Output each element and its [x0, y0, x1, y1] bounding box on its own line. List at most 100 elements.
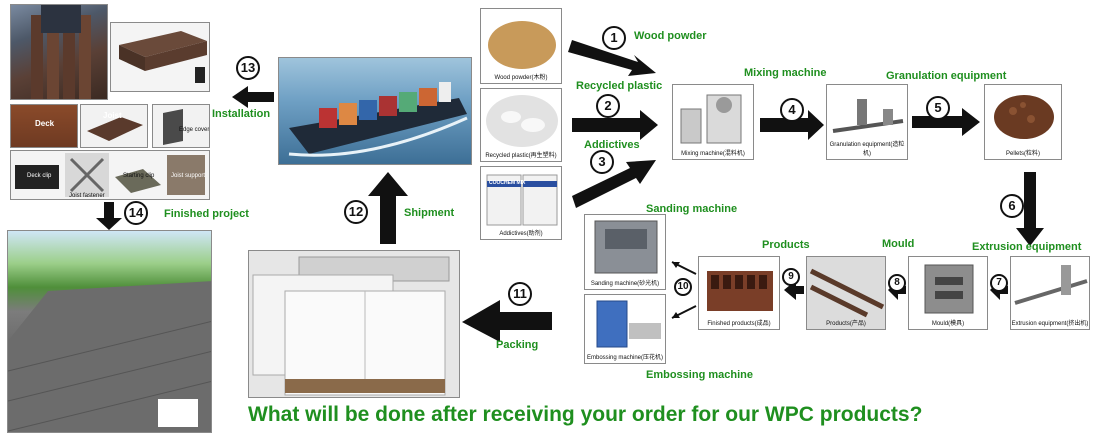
hollow-board-drawing: [119, 31, 207, 83]
products-photo: Products(产品): [806, 256, 886, 330]
installation-photo-clips: Deck clip Joist fastener Starting clip J…: [10, 150, 210, 200]
embosser-drawing: [596, 300, 661, 348]
step-8-badge: 8: [888, 274, 906, 292]
edge-cover-drawing: [163, 109, 183, 145]
step-7-badge: 7: [990, 274, 1008, 292]
arrow-12: [368, 172, 408, 244]
extruder-drawing: [1014, 265, 1088, 305]
deck-clip-label: Deck clip: [27, 173, 52, 179]
step-5-badge: 5: [926, 96, 950, 120]
joist-drawing: [87, 117, 143, 141]
joist-support-label: Joist support: [171, 173, 206, 179]
arrow-2: [572, 110, 658, 140]
installation-photo-top-left: [10, 4, 108, 100]
addictives-caption: Addictives(助剂): [499, 231, 543, 237]
sanding-label: Sanding machine: [646, 203, 738, 215]
arrow-9: [784, 280, 804, 300]
installation-photo-deck: Deck: [10, 104, 78, 148]
recycled-plastic-caption: Recycled plastic(再生塑料): [485, 153, 557, 159]
granulation-label: Granulation equipment: [886, 70, 1007, 82]
finished-project-label: Finished project: [164, 208, 249, 220]
arrow-13: [232, 86, 274, 108]
pellets-pile: [994, 95, 1054, 139]
step-9-badge: 9: [782, 268, 800, 286]
step-11-badge: 11: [508, 282, 532, 306]
wood-powder-photo: Wood powder(木粉): [480, 8, 562, 84]
installation-photo-joist: [110, 22, 210, 92]
pellets-caption: Pellets(粒料): [1005, 151, 1040, 157]
finished-project-photo: [7, 230, 212, 433]
addictives-photo: COOCHEM MIX Addictives(助剂): [480, 166, 562, 240]
sander-drawing: [594, 220, 658, 274]
addictives-label: Addictives: [584, 139, 640, 151]
additive-bags: [486, 174, 558, 226]
arrow-6: [1016, 172, 1044, 246]
step-3-badge: 3: [590, 150, 614, 174]
products-label: Products: [762, 239, 810, 251]
embossing-caption: Embossing machine(压花机): [586, 355, 664, 361]
mixer-drawing: [680, 94, 742, 144]
step-6-badge: 6: [1000, 194, 1024, 218]
arrow-4: [760, 110, 824, 140]
installation-photo-joist-piece: Joist: [80, 104, 148, 148]
step-1-badge: 1: [602, 26, 626, 50]
bag-label: COOCHEM MIX: [489, 180, 526, 186]
plastic-pellets-pile: [486, 95, 558, 147]
joist-fastener-label: Joist fastener: [69, 193, 105, 199]
recycled-plastic-label: Recycled plastic: [576, 80, 663, 92]
packing-photo: [248, 250, 460, 398]
extrusion-caption: Extrusion equipment(挤出机): [1011, 321, 1089, 327]
products-caption: Products(产品): [826, 321, 866, 327]
mould-label: Mould: [882, 238, 915, 250]
wood-powder-pile: [488, 21, 556, 69]
step-12-badge: 12: [344, 200, 368, 224]
packed-pallets-drawing: [252, 256, 450, 396]
wood-powder-caption: Wood powder(木粉): [494, 75, 548, 81]
container-ship-drawing: [288, 82, 468, 157]
recycled-plastic-photo: Recycled plastic(再生塑料): [480, 88, 562, 162]
sanding-caption: Sanding machine(砂光机): [590, 281, 660, 287]
step-14-badge: 14: [124, 201, 148, 225]
pellets-photo: Pellets(粒料): [984, 84, 1062, 160]
installation-photo-edge-cover: Edge cover: [152, 104, 210, 148]
granulator-drawing: [832, 99, 904, 133]
packing-label: Packing: [496, 339, 539, 351]
headline: What will be done after receiving your o…: [248, 403, 923, 426]
embossing-photo: Embossing machine(压花机): [584, 294, 666, 364]
starting-clip-label: Starting clip: [123, 173, 155, 179]
mixing-machine-photo: Mixing machine(混料机): [672, 84, 754, 160]
mixing-caption: Mixing machine(混料机): [681, 151, 745, 157]
sanding-photo: Sanding machine(砂光机): [584, 214, 666, 290]
embossing-label: Embossing machine: [646, 369, 753, 381]
mould-drawing: [924, 264, 974, 314]
step-13-badge: 13: [236, 56, 260, 80]
granulation-caption: Granulation equipment(造粒机): [829, 142, 905, 157]
finished-caption: Finished products(成品): [707, 321, 771, 327]
installation-label: Installation: [212, 108, 271, 120]
wood-powder-label: Wood powder: [634, 30, 707, 42]
products-line-drawing: [809, 268, 885, 318]
shipment-label: Shipment: [404, 207, 455, 219]
arrow-14: [96, 202, 122, 230]
mould-caption: Mould(模具): [931, 321, 965, 327]
mixing-machine-label: Mixing machine: [744, 67, 827, 79]
granulation-photo: Granulation equipment(造粒机): [826, 84, 908, 160]
arrow-1: [568, 40, 656, 76]
arrow-11: [462, 300, 552, 342]
arrow-5: [912, 108, 980, 136]
step-10-badge: 10: [674, 278, 692, 296]
mould-photo: Mould(模具): [908, 256, 988, 330]
finished-products-photo: Finished products(成品): [698, 256, 780, 330]
deck-path-drawing: [8, 281, 211, 432]
joist-label: Joist: [103, 111, 122, 120]
edge-cover-label: Edge cover: [179, 127, 210, 133]
deck-boards-drawing: [31, 5, 91, 99]
profiles-stack: [707, 271, 773, 311]
arrow-3: [572, 160, 656, 208]
clips-drawing: [15, 153, 205, 197]
step-2-badge: 2: [596, 94, 620, 118]
deck-label: Deck: [35, 119, 55, 128]
extrusion-photo: Extrusion equipment(挤出机): [1010, 256, 1090, 330]
step-4-badge: 4: [780, 98, 804, 122]
